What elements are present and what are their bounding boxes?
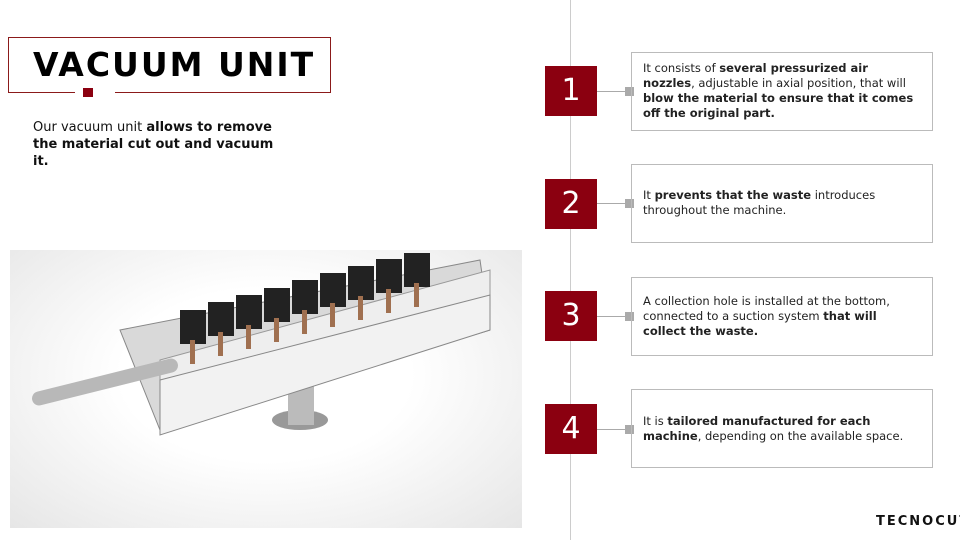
text: , adjustable in axial position, that wil… bbox=[691, 76, 906, 90]
bold-text: prevents that the waste bbox=[654, 188, 812, 202]
text: Our vacuum unit bbox=[33, 120, 147, 135]
bold-text: several pressurized air nozzles bbox=[643, 61, 868, 90]
timeline-line bbox=[570, 0, 571, 540]
connector-dot bbox=[625, 425, 634, 434]
connector-dot bbox=[625, 312, 634, 321]
title-box: VACUUM UNIT bbox=[8, 37, 331, 93]
step-3: 3 A collection hole is installed at the … bbox=[545, 277, 935, 357]
bold-text: tailored manufactured for each machine bbox=[643, 414, 871, 443]
bold-text: allows to remove the material cut out an… bbox=[33, 120, 274, 169]
step-description: It consists of several pressurized air n… bbox=[631, 52, 933, 131]
title-accent bbox=[83, 88, 93, 97]
step-4: 4 It is tailored manufactured for each m… bbox=[545, 389, 935, 469]
step-description: A collection hole is installed at the bo… bbox=[631, 277, 933, 356]
text: introduces throughout the machine. bbox=[643, 188, 876, 217]
bold-text: blow the material to ensure that it come… bbox=[643, 91, 914, 120]
step-description: It is tailored manufactured for each mac… bbox=[631, 389, 933, 468]
step-2: 2 It prevents that the waste introduces … bbox=[545, 164, 935, 244]
connector-dot bbox=[625, 87, 634, 96]
page-title: VACUUM UNIT bbox=[33, 45, 316, 84]
step-number: 4 bbox=[545, 404, 597, 454]
text: A collection hole is installed at the bo… bbox=[643, 294, 890, 323]
text: , depending on the available space. bbox=[697, 429, 904, 443]
intro-text: Our vacuum unit allows to remove the mat… bbox=[33, 119, 293, 170]
connector-dot bbox=[625, 199, 634, 208]
step-number: 3 bbox=[545, 291, 597, 341]
text: It consists of bbox=[643, 61, 720, 75]
step-1: 1 It consists of several pressurized air… bbox=[545, 52, 935, 132]
bold-text: that will collect the waste. bbox=[643, 309, 877, 338]
step-number: 2 bbox=[545, 179, 597, 229]
text: It bbox=[643, 188, 655, 202]
tecnocut-logo: TECNOCUT bbox=[876, 514, 960, 529]
vacuum-unit-image bbox=[10, 250, 522, 528]
text: It is bbox=[643, 414, 668, 428]
step-description: It prevents that the waste introduces th… bbox=[631, 164, 933, 243]
step-number: 1 bbox=[545, 66, 597, 116]
